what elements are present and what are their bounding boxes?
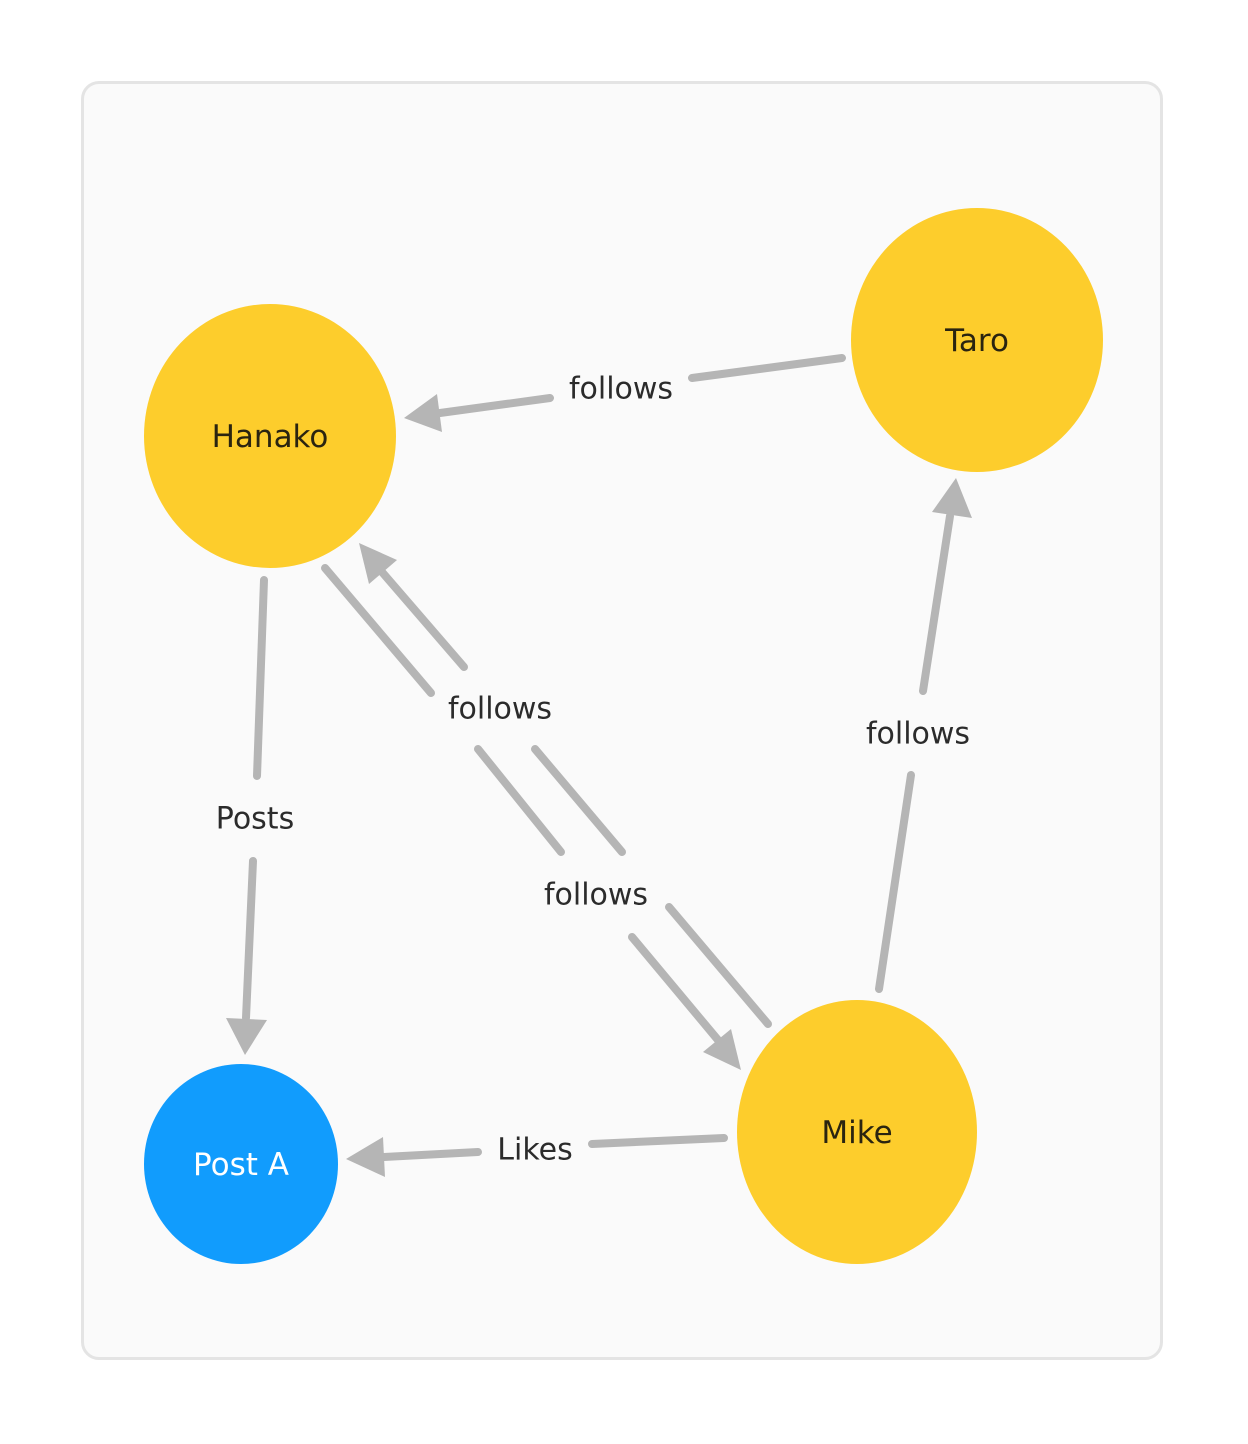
arrowhead-icon bbox=[226, 1018, 267, 1055]
arrowhead-icon bbox=[703, 1029, 741, 1070]
edge-taro-follows-hanako: follows bbox=[404, 354, 846, 432]
nodes-layer: Hanako Taro Mike Post A bbox=[144, 208, 1103, 1264]
edge-line bbox=[380, 1148, 482, 1161]
edge-label: follows bbox=[448, 692, 552, 727]
node-circle bbox=[851, 208, 1103, 472]
arrowhead-icon bbox=[932, 478, 972, 518]
edge-line bbox=[875, 771, 915, 993]
node-label: Mike bbox=[821, 1115, 892, 1151]
edge-label: Posts bbox=[216, 802, 294, 837]
edge-line bbox=[436, 394, 554, 417]
edge-label: Likes bbox=[497, 1133, 572, 1168]
edge-line bbox=[588, 1134, 728, 1148]
arrowhead-icon bbox=[404, 394, 442, 432]
node-label: Post A bbox=[193, 1147, 289, 1183]
node-post-a[interactable]: Post A bbox=[144, 1064, 338, 1264]
edge-line bbox=[321, 564, 435, 697]
edge-mike-follows-hanako: follows bbox=[359, 543, 772, 1028]
edge-line bbox=[378, 568, 468, 671]
edge-line bbox=[688, 354, 846, 382]
node-circle bbox=[737, 1000, 977, 1264]
edge-label: follows bbox=[866, 717, 970, 752]
edges-layer: follows follows follows follows bbox=[216, 354, 972, 1177]
edge-line bbox=[242, 857, 257, 1022]
node-mike[interactable]: Mike bbox=[737, 1000, 977, 1264]
edge-mike-likes-posta: Likes bbox=[346, 1133, 728, 1177]
edge-line bbox=[919, 512, 954, 695]
edge-line bbox=[253, 576, 268, 780]
edge-mike-follows-taro: follows bbox=[866, 478, 972, 993]
edge-label: follows bbox=[569, 372, 673, 407]
node-label: Hanako bbox=[212, 419, 329, 455]
arrowhead-icon bbox=[346, 1137, 385, 1177]
edge-line bbox=[628, 933, 722, 1044]
edge-line bbox=[531, 745, 626, 856]
arrowhead-icon bbox=[359, 543, 397, 584]
node-circle bbox=[144, 304, 396, 568]
node-taro[interactable]: Taro bbox=[851, 208, 1103, 472]
node-circle bbox=[144, 1064, 338, 1264]
edge-hanako-posts-posta: Posts bbox=[216, 576, 294, 1055]
edge-label: follows bbox=[544, 878, 648, 913]
node-label: Taro bbox=[944, 323, 1009, 359]
node-hanako[interactable]: Hanako bbox=[144, 304, 396, 568]
edge-line bbox=[665, 903, 772, 1028]
edge-line bbox=[474, 745, 565, 856]
edge-hanako-follows-mike: follows bbox=[321, 564, 741, 1070]
